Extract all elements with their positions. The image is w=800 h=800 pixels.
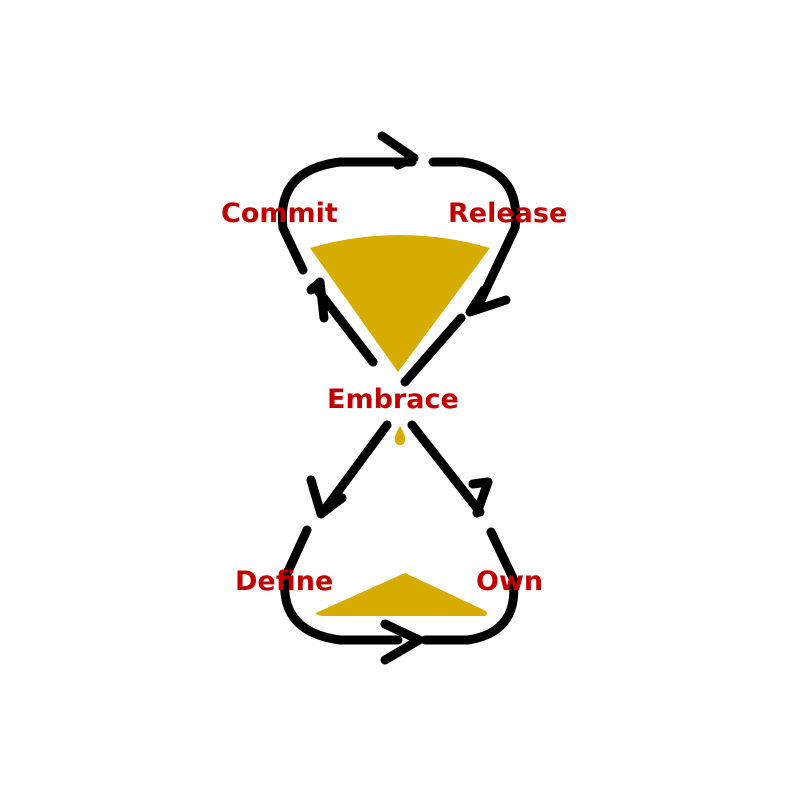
sand-drop-icon — [394, 426, 406, 446]
label-own: Own — [476, 566, 544, 597]
diagonal-left-bottom — [318, 420, 392, 517]
bottom-right-arc — [420, 527, 519, 645]
top-right-arc — [428, 157, 521, 307]
arrowhead-right-top-icon — [465, 285, 511, 317]
sand-top-icon — [310, 235, 490, 372]
top-left-arc — [277, 157, 417, 275]
label-embrace: Embrace — [327, 384, 459, 415]
arrowhead-right-bottom-icon — [468, 477, 493, 518]
arrowhead-top-icon — [377, 131, 419, 170]
arrowhead-bottom-icon — [380, 619, 424, 665]
label-define: Define — [235, 566, 334, 597]
arrowhead-left-bottom-icon — [306, 475, 347, 519]
arrowhead-left-top-icon — [306, 277, 329, 323]
diagonal-right-bottom — [407, 420, 485, 517]
sand-bottom-icon — [315, 573, 487, 616]
bottom-left-arc — [280, 525, 403, 645]
label-commit: Commit — [221, 198, 338, 229]
label-release: Release — [448, 198, 568, 229]
diagonal-right-top — [400, 313, 466, 387]
